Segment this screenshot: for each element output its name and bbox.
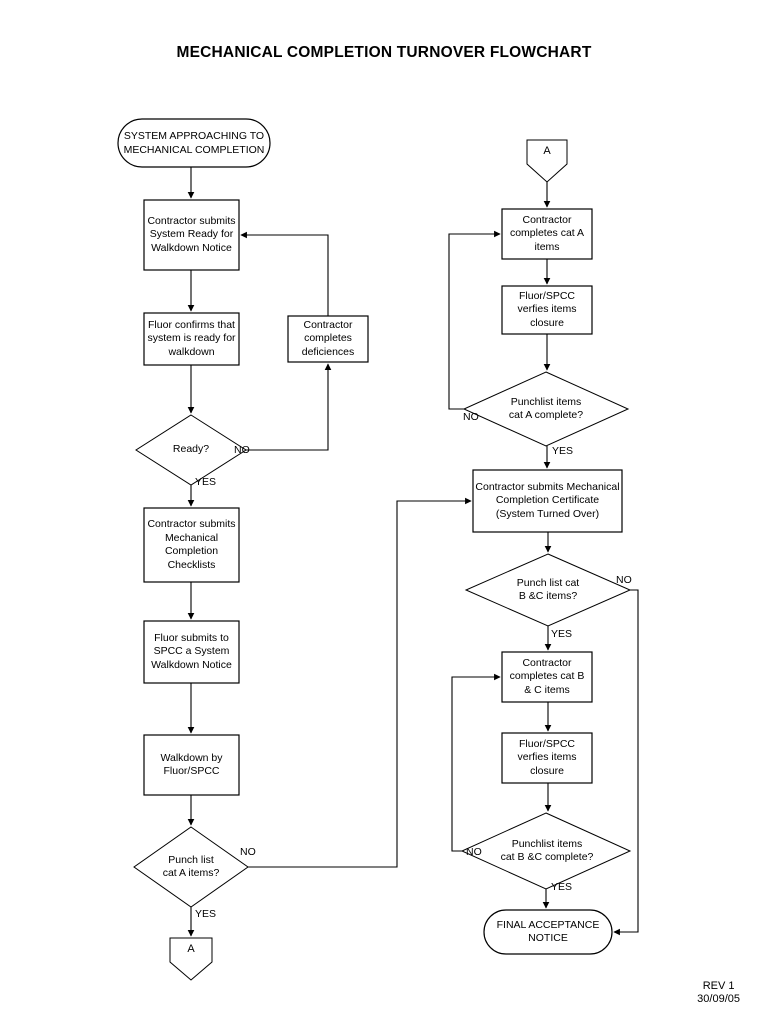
node-complete-a-shape [501,208,593,260]
node-complete-bc-shape [501,651,593,703]
edge-label-punchlist-bc-no: NO [466,846,482,858]
edge-punch-bc-no-to-final [613,589,639,936]
node-punch-cat-a-shape [133,826,249,908]
edge-label-punch-bc-yes: YES [551,628,573,640]
node-srw-notice-shape [143,199,240,271]
node-fluor-confirm-shape [143,312,240,366]
node-fluor-submits-shape [143,620,240,684]
node-deficiences-shape [287,315,369,363]
node-connector-a-in-shape [526,139,568,183]
edge-punch-a-no-to-mc-certificate [248,497,472,868]
node-connector-a-out-shape [169,937,213,981]
edge-label-punchlist-a-yes: YES [552,445,574,457]
edge-punchlist-a-no-to-complete-a [448,230,501,410]
revision-label: REV 1 [702,980,735,992]
edge-label-ready-no: NO [234,444,250,456]
edge-punchlist-bc-no-to-complete-bc [451,673,501,852]
edge-label-punch-bc-no: NO [616,574,632,586]
node-walkdown-shape [143,734,240,796]
edge-label-ready-yes: YES [195,476,217,488]
node-ready-shape [135,414,247,486]
node-verify-bc-shape [501,732,593,784]
node-verify-a-shape [501,285,593,335]
node-punch-bc-shape [464,553,632,627]
node-punchlist-a-shape [462,371,630,447]
edge-label-punch-a-yes: YES [195,908,217,920]
node-mc-checklists-shape [143,507,240,583]
edge-label-punchlist-a-no: NO [463,411,479,423]
node-start-shape [117,118,271,168]
node-punchlist-bc-shape [460,812,632,890]
edge-ready-no-to-deficiences [246,363,332,451]
revision-date: 30/09/05 [697,993,740,1005]
revision-footer: REV 1 30/09/05 [697,980,740,1006]
node-mc-certificate-shape [472,469,623,533]
page-title: MECHANICAL COMPLETION TURNOVER FLOWCHART [176,44,592,61]
node-final-shape [483,909,613,955]
edge-label-punchlist-bc-yes: YES [551,881,573,893]
edge-label-punch-a-no: NO [240,846,256,858]
edge-deficiences-to-srw [240,231,329,316]
